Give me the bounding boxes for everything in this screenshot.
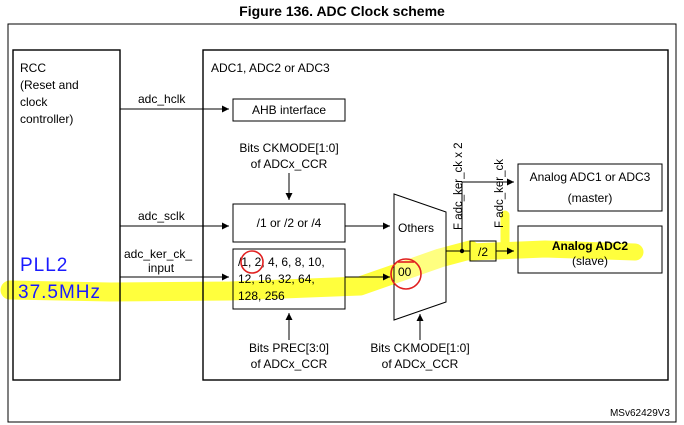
analog-adc-master-box — [517, 163, 663, 212]
mux-zero-label: 00 — [398, 265, 412, 279]
reference-code: MSv62429V3 — [610, 408, 670, 419]
freq-x1-label: F adc_ker_ck — [494, 159, 506, 228]
ahb-interface-box — [232, 98, 346, 122]
clock-mux — [393, 193, 447, 321]
adc-sclk-label: adc_sclk — [138, 209, 186, 223]
highlight-to-slave — [461, 240, 644, 261]
adc-hclk-label: adc_hclk — [138, 92, 186, 106]
ckmode-bottom-label-1: Bits CKMODE[1:0] — [370, 341, 469, 355]
prescaler-label-3: 128, 256 — [238, 289, 285, 303]
analog-adc-master-label-1: Analog ADC1 or ADC3 — [530, 170, 651, 184]
prescaler-label-2: 12, 16, 32, 64, — [238, 272, 315, 286]
handwritten-frequency: 37.5MHz — [18, 282, 101, 303]
mux-others-label: Others — [398, 221, 434, 235]
rcc-label-3: clock — [20, 95, 48, 109]
mux-output-line — [446, 178, 514, 252]
handwritten-pll2: PLL2 — [20, 255, 68, 276]
prec-label-2: of ADCx_CCR — [251, 357, 328, 371]
highlight-main-path — [0, 240, 480, 302]
prec-label-1: Bits PREC[3:0] — [249, 341, 329, 355]
ckmode-top-label-2: of ADCx_CCR — [251, 157, 328, 171]
sync-divider-box — [232, 203, 346, 243]
rcc-label-1: RCC — [20, 61, 46, 75]
rcc-label-2: (Reset and — [20, 78, 79, 92]
analog-adc-master-label-2: (master) — [568, 191, 613, 205]
adc-ker-ck-label-2: input — [148, 261, 175, 275]
div2-label: /2 — [478, 245, 488, 259]
outer-frame — [7, 23, 677, 423]
ckmode-bottom-label-2: of ADCx_CCR — [382, 357, 459, 371]
ckmode-top-label-1: Bits CKMODE[1:0] — [239, 141, 338, 155]
rcc-block — [12, 49, 121, 381]
red-circle-mux-zero — [390, 258, 422, 290]
red-circle-prescaler — [240, 250, 264, 274]
adc-block — [202, 49, 669, 381]
prescaler-box — [232, 248, 346, 310]
prescaler-label-1: /1, 2, 4, 6, 8, 10, — [238, 255, 325, 269]
adc-block-label: ADC1, ADC2 or ADC3 — [211, 61, 330, 75]
analog-adc-slave-box — [517, 225, 663, 274]
freq-x2-label: F adc_ker_ck x 2 — [453, 142, 465, 230]
adc-ker-ck-label-1: adc_ker_ck_ — [124, 247, 192, 261]
analog-adc-slave-label-1: Analog ADC2 — [552, 239, 629, 253]
rcc-label-4: controller) — [20, 112, 73, 126]
ahb-interface-label: AHB interface — [252, 103, 326, 117]
analog-adc-slave-label-2: (slave) — [572, 254, 608, 268]
figure-title: Figure 136. ADC Clock scheme — [239, 3, 445, 19]
sync-divider-label: /1 or /2 or /4 — [257, 216, 322, 230]
highlighter-marks — [0, 210, 644, 302]
